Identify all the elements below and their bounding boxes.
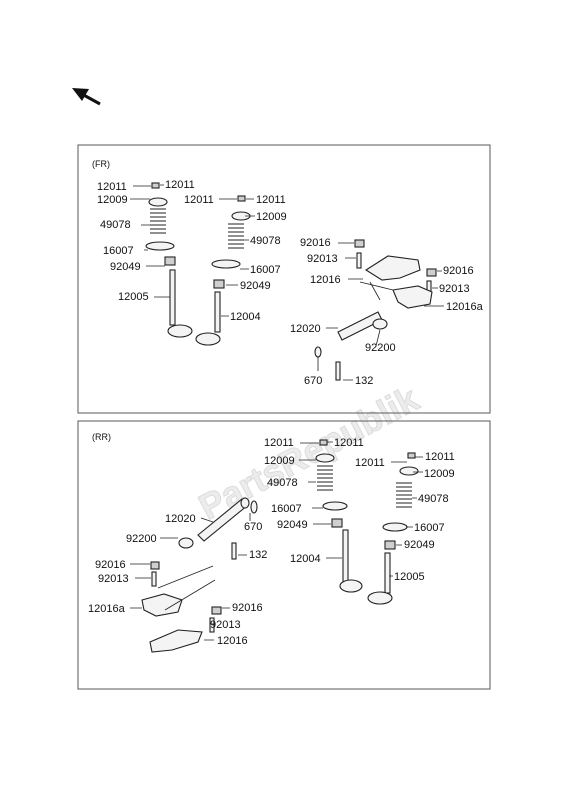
rr-rocker-labels: 12020 670 92200 132 92016 92013 12016a 9…	[88, 513, 267, 647]
fr-exhaust-valve-assembly	[195, 195, 251, 346]
rr-exhaust-valve-assembly	[367, 452, 419, 605]
part-label: 92049	[404, 539, 435, 551]
part-label: 92013	[98, 573, 129, 585]
part-label: 16007	[414, 522, 445, 534]
part-label: 12011	[97, 181, 127, 193]
part-label: 92200	[365, 342, 396, 354]
part-label: 12005	[118, 291, 149, 303]
fr-intake-valve-assembly	[145, 182, 193, 338]
fr-exhaust-labels: 12011 12011 12009 49078 16007 92049 1200…	[184, 194, 287, 323]
part-label: 12011	[184, 194, 214, 206]
part-label: 92049	[240, 280, 271, 292]
part-label: 92013	[307, 253, 338, 265]
part-label: 12009	[264, 455, 295, 467]
part-label: 12011	[334, 437, 364, 449]
part-label: 670	[244, 521, 262, 533]
part-label: 12020	[290, 323, 321, 335]
part-label: 92049	[110, 261, 141, 273]
rr-rocker-arm-assembly	[141, 497, 258, 653]
rr-intake-valve-assembly	[315, 439, 363, 593]
part-label: 92016	[300, 237, 331, 249]
part-label: 12016a	[88, 603, 126, 615]
part-label: 92049	[277, 519, 308, 531]
part-label: 16007	[103, 245, 134, 257]
part-label: 49078	[418, 493, 449, 505]
part-label: 132	[355, 375, 373, 387]
part-label: 12016	[217, 635, 248, 647]
rr-exhaust-labels: 12011 12011 12009 49078 16007 92049 1200…	[355, 451, 455, 583]
part-label: 12009	[256, 211, 287, 223]
part-label: 92013	[210, 619, 241, 631]
fr-rocker-arm-assembly	[314, 239, 437, 381]
part-label: 92016	[443, 265, 474, 277]
part-label: 12009	[424, 468, 455, 480]
panel-rr: (RR) 12011 12011 12009 49078 16007 92049…	[77, 420, 491, 690]
part-label: 12005	[394, 571, 425, 583]
panel-fr-frame	[77, 144, 491, 414]
fr-intake-labels: 12011 12011 12009 49078 16007 92049 1200…	[97, 179, 195, 303]
part-label: 12011	[425, 451, 455, 463]
part-label: 49078	[250, 235, 281, 247]
part-label: 132	[249, 549, 267, 561]
panel-fr: (FR) 12011 12011 12009 49078 16007 92049…	[77, 144, 491, 414]
part-label: 12004	[290, 553, 321, 565]
part-label: 12020	[165, 513, 196, 525]
part-label: 16007	[271, 503, 302, 515]
part-label: 670	[304, 375, 322, 387]
part-label: 49078	[100, 219, 131, 231]
part-label: 49078	[267, 477, 298, 489]
part-label: 12011	[264, 437, 294, 449]
part-label: 12016a	[446, 301, 484, 313]
fr-rocker-labels: 92016 92013 12016 92016 92013 12016a 120…	[290, 237, 484, 387]
part-label: 92200	[126, 533, 157, 545]
part-label: 12011	[165, 179, 195, 191]
panel-rr-frame	[77, 420, 491, 690]
part-label: 12011	[355, 457, 385, 469]
part-label: 92016	[232, 602, 263, 614]
part-label: 12009	[97, 194, 128, 206]
part-label: 12011	[256, 194, 286, 206]
back-arrow-icon[interactable]	[72, 88, 101, 106]
part-label: 92013	[439, 283, 470, 295]
part-label: 12016	[310, 274, 341, 286]
watermark: PartsRepublik	[192, 377, 426, 527]
panel-fr-tag: (FR)	[92, 159, 110, 169]
rr-intake-labels: 12011 12011 12009 49078 16007 92049 1200…	[264, 437, 364, 565]
part-label: 12004	[230, 311, 261, 323]
part-label: 92016	[95, 559, 126, 571]
part-label: 16007	[250, 264, 281, 276]
panel-rr-tag: (RR)	[92, 432, 111, 442]
